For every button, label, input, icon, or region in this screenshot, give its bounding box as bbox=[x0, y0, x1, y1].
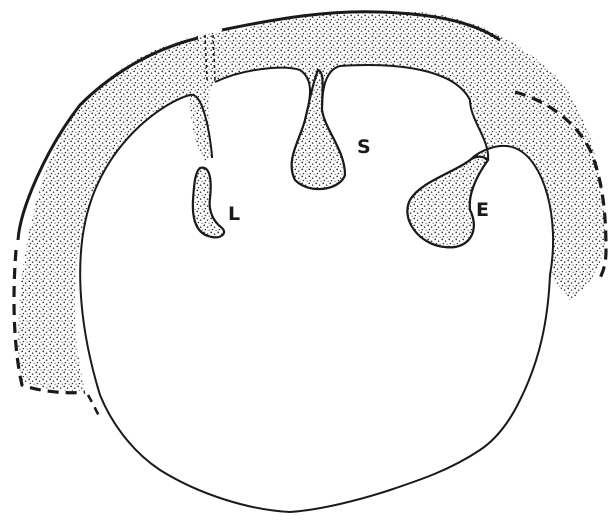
pouch-l bbox=[193, 168, 224, 238]
label-l: L bbox=[228, 205, 240, 224]
pouch-s bbox=[292, 70, 345, 189]
label-s: S bbox=[357, 138, 371, 157]
stippled-tissue-layer bbox=[18, 11, 605, 391]
label-e: E bbox=[476, 201, 489, 220]
outer-outline-dashed-lower bbox=[88, 395, 100, 418]
